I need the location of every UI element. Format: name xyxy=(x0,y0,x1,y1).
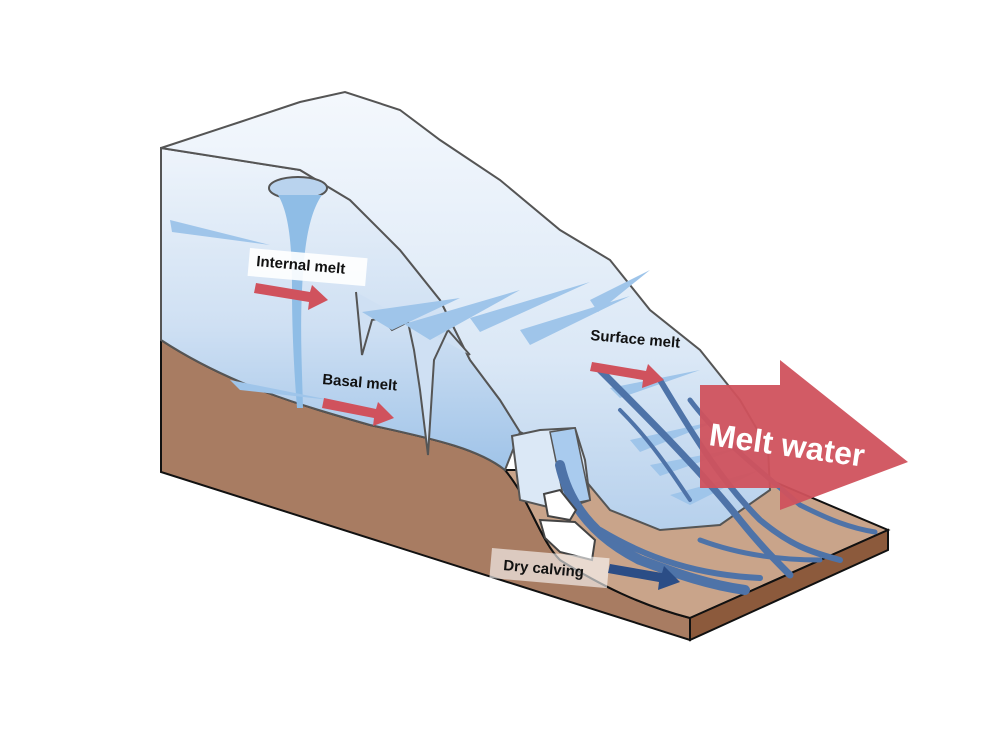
basal-melt-callout: Basal melt xyxy=(322,371,398,426)
meltwater-channels xyxy=(555,366,878,595)
surface-melt-arrow xyxy=(590,362,664,388)
basal-melt-arrow xyxy=(322,398,394,426)
dry-calving-callout: Dry calving xyxy=(489,547,680,590)
moulin xyxy=(268,176,328,408)
dry-calving-arrow xyxy=(608,564,680,590)
internal-melt-callout: Internal melt xyxy=(247,248,368,310)
basal-melt-label: Basal melt xyxy=(322,371,398,394)
calved-ice xyxy=(538,488,597,562)
dry-calving-label-bg xyxy=(489,547,610,589)
dry-calving-label: Dry calving xyxy=(503,557,585,581)
internal-melt-arrow xyxy=(254,283,328,310)
melt-water-arrow: Melt water xyxy=(700,360,908,510)
internal-melt-label-bg xyxy=(247,248,368,287)
